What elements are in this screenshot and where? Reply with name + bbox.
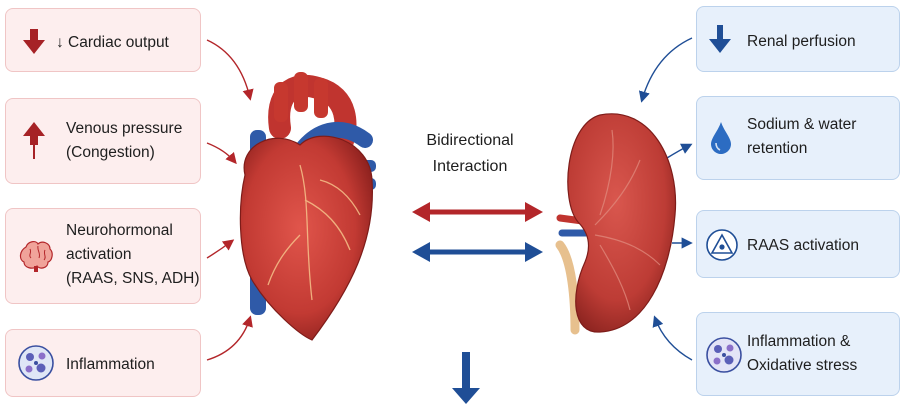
factor-label-line: activation [66,243,200,267]
factor-label-line: (Congestion) [66,141,182,165]
water-drop-icon [710,121,732,155]
arrow-up-icon [22,121,46,159]
factor-label-line: Neurohormonal [66,219,200,243]
cells-icon [705,336,743,374]
factor-label-line: Oxidative stress [747,354,857,378]
arrow-down-icon [709,25,731,53]
raas-triangle-icon [705,228,739,262]
connector-sodium-water [667,145,690,158]
factor-label-line: Venous pressure [66,117,182,141]
connector-inflammation-left [207,318,250,360]
bidirectional-arrows [412,202,543,262]
kidney-illustration [560,114,676,332]
factor-raas-activation: RAAS activation [696,210,900,278]
bidirectional-label: Bidirectional Interaction [395,128,545,179]
connector-cardiac-output [207,40,250,98]
factor-label: Inflammation [66,353,155,377]
factor-inflammation-oxidative-stress: Inflammation & Oxidative stress [696,312,900,396]
bottom-down-arrow [452,352,480,404]
connector-venous-pressure [207,143,235,162]
factor-label-line: (RAAS, SNS, ADH) [66,267,200,291]
heart-illustration [240,72,376,340]
factor-inflammation: Inflammation [5,329,201,397]
factor-label: RAAS activation [747,234,859,258]
factor-cardiac-output: ↓ Cardiac output [5,8,201,72]
factor-label-line: Sodium & water [747,113,856,137]
factor-label: ↓ Cardiac output [56,31,169,55]
factor-sodium-water-retention: Sodium & water retention [696,96,900,180]
factor-label-line: retention [747,137,856,161]
bidirectional-label-line2: Interaction [395,154,545,180]
brain-icon [18,239,54,273]
connector-inflammation-right [655,318,692,360]
connector-renal-perfusion [642,38,692,100]
factor-neurohormonal-activation: Neurohormonal activation (RAAS, SNS, ADH… [5,208,201,304]
factor-renal-perfusion: Renal perfusion [696,6,900,72]
factor-venous-pressure: Venous pressure (Congestion) [5,98,201,184]
arrow-down-icon [22,29,46,55]
bidirectional-label-line1: Bidirectional [395,128,545,154]
connector-neurohormonal [207,241,232,258]
factor-label: Renal perfusion [747,30,856,54]
factor-label-line: Inflammation & [747,330,857,354]
cells-icon [17,344,55,382]
